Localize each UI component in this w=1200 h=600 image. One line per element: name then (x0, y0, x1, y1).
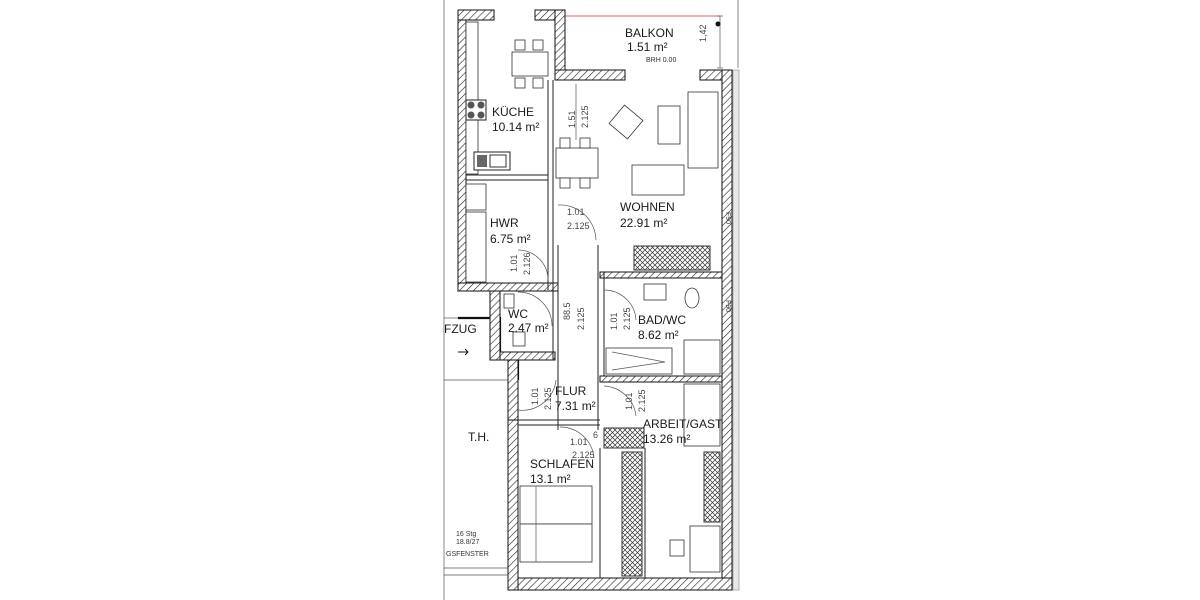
svg-text:2.125: 2.125 (576, 307, 586, 330)
shower-icon (683, 339, 721, 375)
wc-sink-icon (503, 293, 515, 309)
room-hwr-name: HWR (490, 216, 519, 230)
sofa-2-icon (631, 164, 685, 196)
kueche: KÜCHE 10.14 m² (465, 21, 549, 175)
wohnen: 1.51 2.125 1.01 2.125 WOHNEN 22.91 m² F9… (555, 84, 731, 271)
label-aufzug: FZUG (444, 322, 477, 336)
svg-text:2.125: 2.125 (543, 387, 553, 410)
svg-text:1.01: 1.01 (624, 392, 634, 410)
balkon: 1,42 BALKON 1.51 m² BRH 0.00 (565, 0, 739, 69)
wardrobe-icon (703, 451, 721, 523)
arrow-icon (458, 348, 469, 356)
armchair-icon (608, 104, 644, 140)
wall-wc-bottom (499, 351, 556, 361)
washer-icon (465, 183, 487, 211)
room-wc-area: 2.47 m² (508, 321, 549, 335)
flur: 1.01 2.125 FLUR 7.31 m² (517, 379, 596, 413)
svg-text:2.126: 2.126 (522, 252, 532, 275)
stove-icon (465, 99, 487, 121)
hwr: HWR 6.75 m² 1.01 2.126 (465, 183, 549, 283)
room-hwr-area: 6.75 m² (490, 232, 531, 246)
wall-flur-left (507, 359, 519, 421)
room-schlafen-name: SCHLAFEN (530, 457, 594, 471)
wall-wc-left (489, 284, 501, 361)
interior-walls (466, 80, 723, 578)
bath-toilet-icon (684, 287, 700, 309)
svg-text:88.5: 88.5 (562, 302, 572, 320)
svg-text:2.125: 2.125 (637, 389, 647, 412)
guest-bed-icon (683, 383, 721, 447)
room-schlafen-area: 13.1 m² (530, 472, 571, 486)
room-arbeit-area: 13.26 m² (643, 432, 690, 446)
dim-balkon-depth: 1,42 (698, 24, 708, 42)
room-kueche-name: KÜCHE (492, 105, 534, 119)
exterior-walls (457, 9, 740, 591)
svg-text:1.01: 1.01 (609, 312, 619, 330)
sink-icon (473, 151, 511, 171)
svg-text:2.125: 2.125 (572, 450, 595, 460)
coffee-table-icon (657, 105, 681, 145)
bath-sink-icon (643, 283, 667, 301)
svg-text:F90: F90 (724, 212, 731, 224)
svg-text:1.01: 1.01 (570, 437, 588, 447)
room-kueche-area: 10.14 m² (492, 120, 539, 134)
outside: FZUG T.H. 16 Stg 18.8/27 GSFENSTER (443, 0, 508, 600)
door-swing-wohnen (557, 204, 597, 241)
room-wohnen-name: WOHNEN (620, 200, 675, 214)
room-wc-name: WC (508, 307, 528, 321)
desk-icon (689, 525, 721, 573)
svg-text:6: 6 (593, 430, 598, 440)
wall-left-lower (507, 419, 519, 591)
room-balkon-note: BRH 0.00 (646, 57, 676, 64)
svg-text:2.125: 2.125 (580, 105, 590, 128)
arbeit-gast: 1.01 2.125 ARBEIT/GAST 13.26 m² (603, 383, 723, 573)
room-balkon-name: BALKON (625, 26, 674, 40)
wall-left-upper (457, 9, 467, 286)
svg-text:F90: F90 (724, 300, 731, 312)
bed-top-icon (519, 485, 593, 525)
wall-bottom (507, 577, 733, 591)
door-swing-hwr (517, 249, 549, 281)
drain-icon (715, 21, 721, 27)
schlafen: 1.01 2.125 6 SCHLAFEN 13.1 m² (519, 426, 643, 577)
closet-icon (621, 451, 643, 577)
room-flur-name: FLUR (555, 384, 587, 398)
svg-text:16 Stg: 16 Stg (456, 531, 476, 538)
svg-text:18.8/27: 18.8/27 (456, 539, 479, 546)
toilet-icon (512, 331, 526, 347)
wall-top-wohnen-left (554, 69, 626, 81)
label-th: T.H. (468, 430, 489, 444)
wc: WC 2.47 m² 88.5 2.125 (503, 291, 586, 347)
bad: 1.01 2.125 BAD/WC 8.62 m² F90 (603, 283, 731, 375)
room-bad-name: BAD/WC (638, 313, 686, 327)
bathtub-icon (605, 347, 673, 375)
dining-table-icon (511, 51, 549, 77)
bed-bottom-icon (519, 523, 593, 563)
wall-hwr-bottom (457, 282, 559, 292)
sofa-icon (687, 91, 719, 169)
room-wohnen-area: 22.91 m² (620, 216, 667, 230)
svg-text:2.125: 2.125 (622, 307, 632, 330)
svg-text:1.01: 1.01 (567, 207, 585, 217)
room-flur-area: 7.31 m² (555, 399, 596, 413)
svg-text:1.51: 1.51 (567, 110, 577, 128)
label-fenster: GSFENSTER (446, 551, 489, 558)
wall-right (721, 69, 733, 591)
room-bad-area: 8.62 m² (638, 328, 679, 342)
chair-icon (669, 539, 685, 557)
table-icon (555, 147, 599, 179)
svg-text:1.01: 1.01 (509, 254, 519, 272)
wall-top-kitchen-left (457, 9, 495, 21)
svg-text:2.125: 2.125 (567, 221, 590, 231)
room-arbeit-name: ARBEIT/GAST (643, 417, 723, 431)
room-balkon-area: 1.51 m² (627, 40, 668, 54)
sideboard-icon (633, 245, 711, 271)
svg-text:1.01: 1.01 (530, 387, 540, 405)
